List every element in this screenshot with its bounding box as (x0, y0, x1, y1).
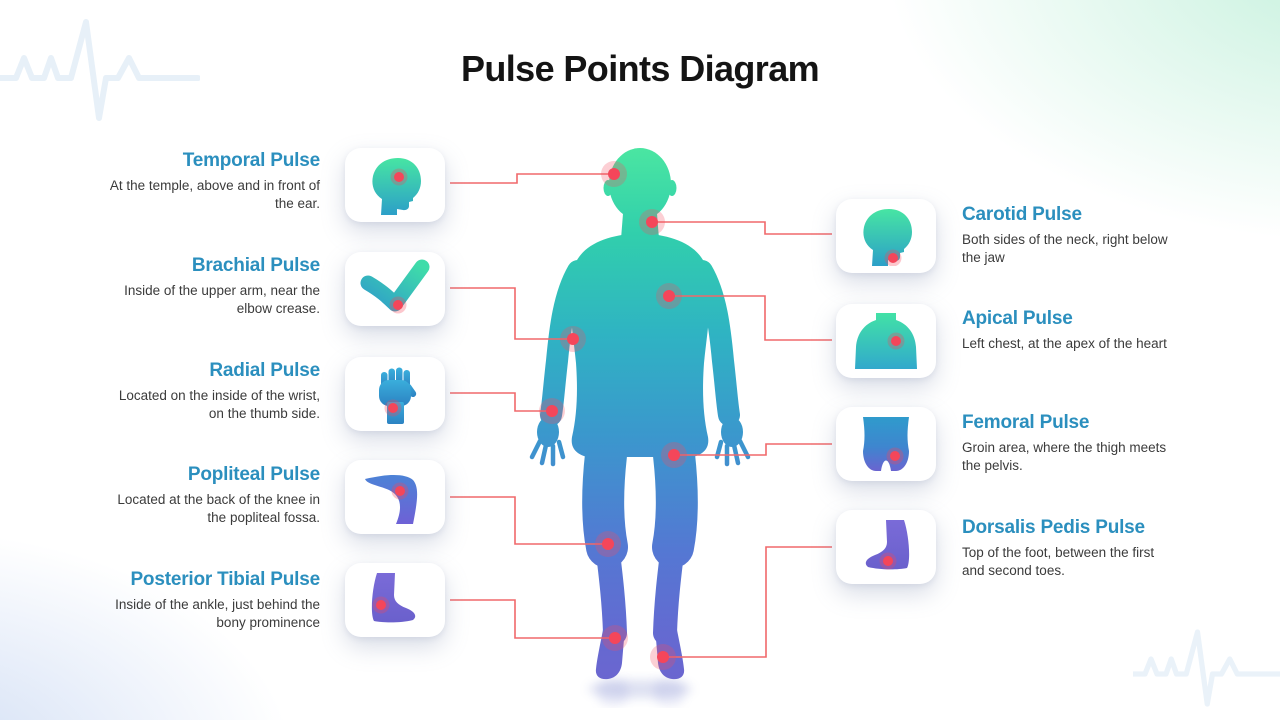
pulse-item-femoral: Femoral Pulse Groin area, where the thig… (962, 412, 1177, 475)
body-silhouette (529, 148, 751, 705)
icon-card-dorsalis-pedis (836, 510, 936, 584)
pulse-item-description: Top of the foot, between the first and s… (962, 545, 1155, 578)
page-title: Pulse Points Diagram (460, 48, 820, 89)
pulse-item-carotid: Carotid Pulse Both sides of the neck, ri… (962, 204, 1177, 267)
ecg-watermark-top-left (0, 19, 200, 121)
pulse-item-title: Apical Pulse (962, 308, 1073, 329)
pulse-item-description: Inside of the upper arm, near the elbow … (124, 283, 320, 316)
icon-card-femoral (836, 407, 936, 481)
pulse-item-dorsalis-pedis: Dorsalis Pedis Pulse Top of the foot, be… (962, 517, 1177, 580)
head-icon (372, 158, 421, 215)
torso-icon (855, 313, 917, 369)
pulse-item-brachial: Brachial Pulse Inside of the upper arm, … (105, 255, 320, 318)
pulse-item-description: Located on the inside of the wrist, on t… (118, 388, 320, 421)
icon-card-posterior-tibial (345, 563, 445, 637)
pulse-item-description: Inside of the ankle, just behind the bon… (115, 597, 320, 630)
icon-card-radial (345, 357, 445, 431)
pulse-item-title: Temporal Pulse (182, 150, 320, 171)
pulse-item-description: At the temple, above and in front of the… (109, 178, 320, 211)
elbow-icon (360, 259, 430, 314)
pulse-item-description: Left chest, at the apex of the heart (962, 336, 1167, 351)
pulse-item-description: Both sides of the neck, right below the … (962, 232, 1168, 265)
foot-mirrored-icon (865, 520, 910, 570)
pulse-item-title: Brachial Pulse (191, 255, 320, 276)
pulse-item-description: Groin area, where the thigh meets the pe… (962, 440, 1167, 473)
ecg-watermark-bottom-right (1133, 629, 1280, 707)
hips-icon (863, 417, 909, 471)
pulse-item-posterior-tibial: Posterior Tibial Pulse Inside of the ank… (105, 569, 320, 632)
pulse-item-title: Posterior Tibial Pulse (130, 569, 320, 590)
foot-icon (371, 573, 416, 623)
pulse-item-apical: Apical Pulse Left chest, at the apex of … (962, 308, 1177, 353)
pulse-item-title: Femoral Pulse (962, 412, 1090, 433)
icon-card-apical (836, 304, 936, 378)
knee-icon (365, 475, 418, 524)
icon-card-popliteal (345, 460, 445, 534)
head-icon (863, 209, 912, 266)
pulse-item-title: Radial Pulse (209, 360, 320, 381)
pulse-item-title: Dorsalis Pedis Pulse (962, 517, 1145, 538)
icon-card-brachial (345, 252, 445, 326)
hand-icon (379, 367, 417, 424)
pulse-item-title: Popliteal Pulse (187, 464, 320, 485)
pulse-item-title: Carotid Pulse (962, 204, 1082, 225)
icon-card-temporal (345, 148, 445, 222)
pulse-item-radial: Radial Pulse Located on the inside of th… (105, 360, 320, 423)
pulse-item-temporal: Temporal Pulse At the temple, above and … (105, 150, 320, 213)
body-shadow (588, 679, 692, 705)
pulse-item-popliteal: Popliteal Pulse Located at the back of t… (105, 464, 320, 527)
pulse-item-description: Located at the back of the knee in the p… (117, 492, 320, 525)
icon-card-carotid (836, 199, 936, 273)
